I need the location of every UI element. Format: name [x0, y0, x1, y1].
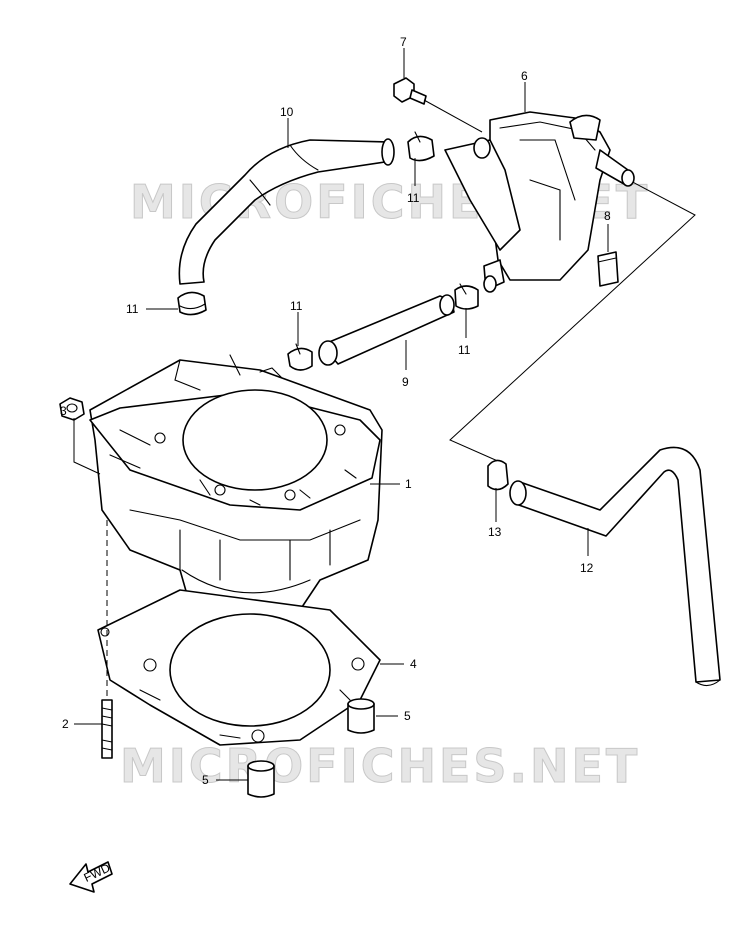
hose-12 [509, 446, 721, 687]
callout-4: 4 [410, 657, 417, 671]
leader-3 [73, 418, 101, 475]
clamp-11-b [407, 131, 435, 162]
hose-9 [318, 294, 455, 366]
watermark-bottom: MICROFICHES.NET [120, 739, 640, 793]
callout-11-c: 11 [458, 343, 471, 357]
callout-10: 10 [280, 105, 294, 119]
cylinder-1 [89, 354, 383, 621]
callout-12: 12 [580, 561, 594, 575]
dowel-5-a [347, 698, 375, 734]
callout-11-d: 11 [290, 299, 303, 313]
callout-3: 3 [60, 404, 67, 418]
callout-7: 7 [400, 35, 407, 49]
dowel-5-b [247, 760, 275, 798]
callout-5-b: 5 [202, 773, 209, 787]
callout-6: 6 [521, 69, 528, 83]
clip-13 [487, 459, 509, 491]
callout-9: 9 [402, 375, 409, 389]
stud-2 [101, 699, 113, 759]
callout-11-a: 11 [126, 302, 139, 316]
callout-5-a: 5 [404, 709, 411, 723]
callout-2: 2 [62, 717, 69, 731]
bolt-7 [393, 77, 427, 105]
hose-10 [178, 138, 395, 285]
assembly-bracket-line [449, 177, 696, 463]
pad-8 [597, 251, 619, 287]
clamp-11-d [287, 343, 313, 371]
clamp-11-c [454, 283, 479, 310]
fwd-arrow-icon: FWD [69, 861, 113, 893]
gasket-4 [97, 589, 381, 746]
nut-3 [59, 397, 85, 421]
valve-housing-6 [444, 111, 635, 293]
clamp-11-a [177, 291, 207, 316]
leader-7b [423, 99, 483, 133]
callout-13: 13 [488, 525, 502, 539]
callout-8: 8 [604, 209, 611, 223]
callout-11-b: 11 [407, 191, 420, 205]
callout-1: 1 [405, 477, 412, 491]
